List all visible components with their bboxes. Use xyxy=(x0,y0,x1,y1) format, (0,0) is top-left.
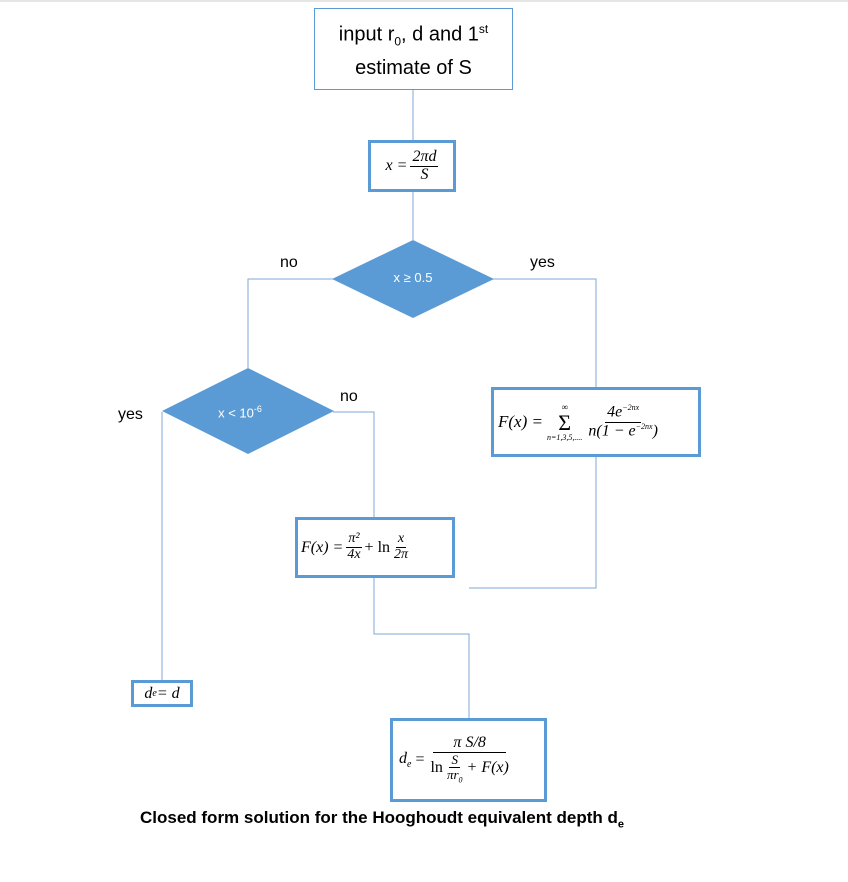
x-formula-box: x = 2πd S xyxy=(368,140,456,192)
start-line-2: estimate of S xyxy=(355,57,472,80)
sigma-block: ∞ Σ n=1,3,5,.... xyxy=(546,401,583,442)
f-series-lhs: F(x) = xyxy=(498,412,543,431)
top-border xyxy=(0,0,848,2)
start-line-1: input r0, d and 1st xyxy=(338,21,489,49)
de-final-lhs: de xyxy=(399,749,412,771)
decision-2-label: x < 10-6 xyxy=(218,404,262,421)
start-box: input r0, d and 1st estimate of S xyxy=(314,8,513,90)
caption: Closed form solution for the Hooghoudt e… xyxy=(140,808,624,831)
f-series-fraction: 4e−2nx n(1 − e−2nx) xyxy=(588,403,658,439)
de-final-box: de = π S/8 ln S πr0 + F(x) xyxy=(390,718,547,802)
f-small-frac-2: x 2π xyxy=(394,531,409,562)
f-small-lhs: F(x) = xyxy=(301,538,344,556)
decision-1-yes-label: yes xyxy=(530,254,555,271)
f-small-box: F(x) = π² 4x + ln x 2π xyxy=(295,517,455,578)
x-formula-lhs: x = xyxy=(385,157,408,174)
decision-2-no-label: no xyxy=(340,388,358,405)
decision-1-diamond xyxy=(332,240,494,318)
decision-1-no-label: no xyxy=(280,254,298,271)
f-series-box: F(x) = ∞ Σ n=1,3,5,.... 4e−2nx n(1 − e−2… xyxy=(491,387,701,457)
f-small-frac-1: π² 4x xyxy=(346,531,362,562)
decision-1-label: x ≥ 0.5 xyxy=(393,270,433,285)
f-small-plus-ln: + ln xyxy=(364,538,391,556)
de-final-fraction: π S/8 ln S πr0 + F(x) xyxy=(430,734,509,785)
decision-2-yes-label: yes xyxy=(118,406,143,423)
de-final-inner-fraction: S πr0 xyxy=(446,752,463,785)
decision-2-diamond xyxy=(162,368,334,454)
x-formula-fraction: 2πd S xyxy=(410,147,439,183)
